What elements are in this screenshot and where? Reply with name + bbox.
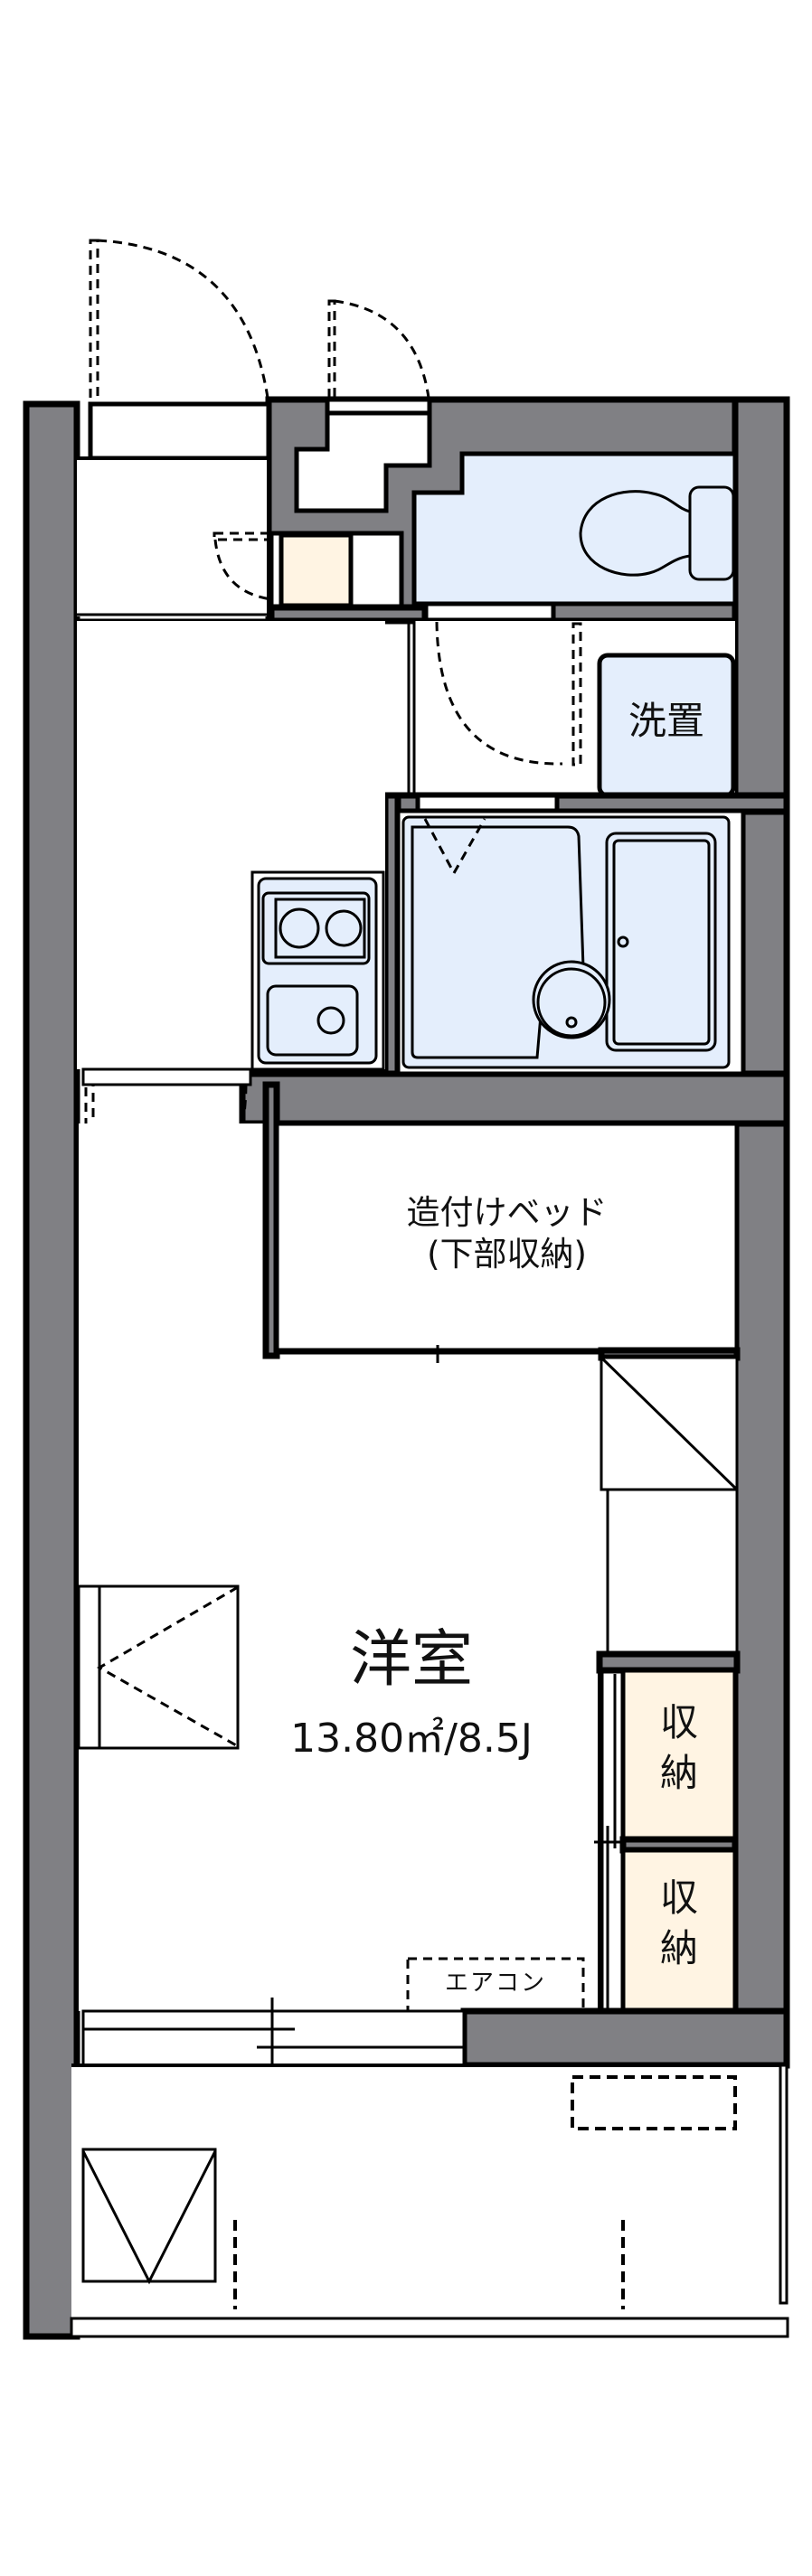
closet-lower-label-2: 納 bbox=[659, 1926, 698, 1970]
bathtub-inner bbox=[612, 839, 711, 1046]
room-area: 13.80㎡/8.5J bbox=[290, 1716, 533, 1762]
bottom-room-wall bbox=[460, 2007, 790, 2069]
shelf-diagonal bbox=[600, 1356, 739, 1491]
balcony-rail bbox=[70, 2317, 789, 2338]
toilet-tank-icon bbox=[688, 485, 735, 581]
toilet-bowl-icon bbox=[579, 490, 691, 577]
toilet-room bbox=[411, 451, 738, 606]
bath-door-threshold bbox=[415, 793, 560, 813]
entry-hall-floor bbox=[77, 458, 269, 616]
balcony-side-rail bbox=[779, 2064, 788, 2305]
cupboard-door-swing-icon bbox=[334, 299, 430, 399]
toilet-door-threshold bbox=[422, 601, 556, 623]
shelf-column bbox=[606, 1488, 739, 1656]
bath-bottom-wall bbox=[239, 1070, 790, 1127]
room-door-threshold bbox=[81, 1067, 252, 1086]
bathtub-drain-icon bbox=[617, 935, 629, 948]
aircon-outdoor-unit bbox=[571, 2075, 737, 2130]
shoe-cabinet-storage bbox=[279, 532, 354, 608]
bath-door-fold-icon bbox=[423, 818, 486, 877]
aircon-label: エアコン bbox=[444, 1970, 546, 1997]
entry-threshold bbox=[88, 401, 271, 461]
meter-box bbox=[294, 410, 432, 513]
kitchen-sink bbox=[266, 984, 359, 1057]
basin-drain-icon bbox=[565, 1016, 578, 1029]
built-in-bed bbox=[274, 1121, 740, 1353]
closet-lower bbox=[620, 1847, 738, 2015]
closet-upper-label-1: 収 bbox=[659, 1700, 698, 1744]
closet-upper bbox=[620, 1668, 738, 1842]
shoe-door-panel-icon bbox=[212, 531, 273, 541]
basin-inner-icon bbox=[536, 967, 607, 1038]
left-window-fold-icon bbox=[96, 1585, 239, 1748]
bed-label-line2: (下部収納) bbox=[427, 1235, 587, 1274]
hatch-ladder-icon bbox=[81, 2150, 217, 2285]
left-outer-wall bbox=[23, 400, 80, 2340]
stove-frame bbox=[274, 898, 366, 959]
right-outer-wall bbox=[732, 396, 790, 2069]
cupboard-door-panel-icon bbox=[327, 299, 336, 400]
shoe-door-swing-icon bbox=[213, 539, 272, 601]
sink-drain-icon bbox=[316, 1006, 345, 1035]
entry-door-swing-icon bbox=[97, 239, 269, 399]
left-window-box bbox=[77, 1584, 240, 1750]
burner-left-icon bbox=[279, 907, 320, 949]
entry-door-panel-icon bbox=[89, 239, 99, 406]
closet-top-wall bbox=[596, 1650, 741, 1674]
bed-label-line1: 造付けベッド bbox=[406, 1193, 608, 1232]
closet-upper-label-2: 納 bbox=[659, 1751, 698, 1795]
washroom-door-swing-icon bbox=[435, 621, 563, 766]
closet-lower-label-1: 収 bbox=[659, 1876, 698, 1920]
partition-wall bbox=[268, 604, 429, 625]
balcony-hatch bbox=[81, 2148, 217, 2283]
washroom-door-panel-icon bbox=[571, 622, 582, 766]
burner-right-icon bbox=[325, 909, 363, 947]
washer-space-label: 洗置 bbox=[628, 699, 704, 743]
room-name: 洋室 bbox=[349, 1624, 473, 1696]
